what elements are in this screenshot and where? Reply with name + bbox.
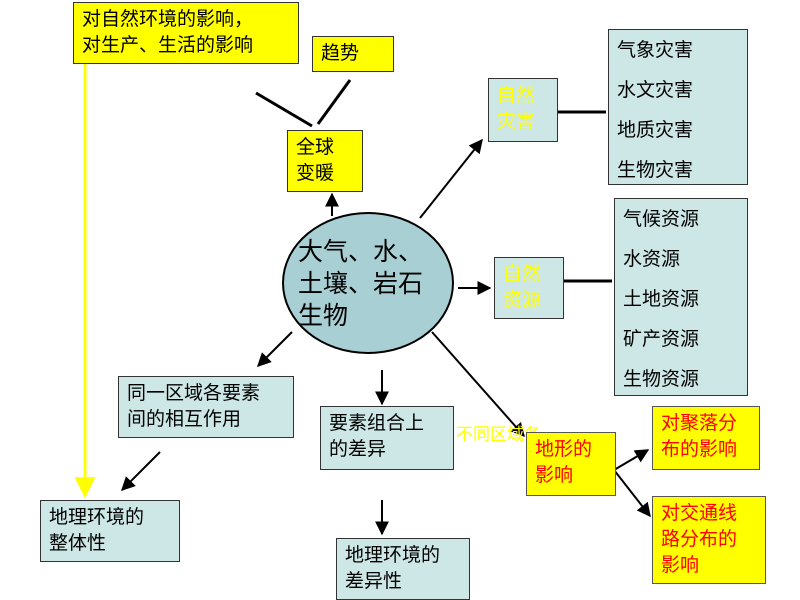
natural-resource-box: 自然 资源 (494, 257, 564, 319)
interaction-line-2: 间的相互作用 (127, 408, 242, 430)
transport-line-1: 对交通线 (661, 502, 738, 524)
impact-line-1: 对自然环境的影响， (82, 8, 254, 30)
disaster-item-biological: 生物灾害 (617, 159, 694, 181)
interaction-box: 同一区域各要素 间的相互作用 (118, 376, 294, 438)
natural-resource-line-2: 资源 (503, 289, 542, 311)
global-warming-line-1: 全球 (296, 136, 335, 158)
trend-label: 趋势 (321, 42, 360, 64)
terrain-to-settlement-arrow (613, 449, 650, 471)
resource-item-land: 土地资源 (623, 288, 700, 310)
circle-to-terrain-arrow (431, 331, 525, 438)
disaster-list: 气象灾害 水文灾害 地质灾害 生物灾害 (608, 29, 748, 185)
terrain-to-transport-arrow (613, 469, 651, 518)
terrain-line-2: 影响 (535, 464, 574, 486)
center-line-2: 土壤、岩石 (298, 269, 424, 298)
natural-disaster-line-1: 自然 (497, 84, 536, 106)
center-elements-circle: 大气、水、 土壤、岩石 生物 (282, 212, 454, 354)
different-region-label: 不同区域各 (456, 425, 541, 445)
wholeness-line-2: 整体性 (49, 532, 107, 554)
wholeness-line-1: 地理环境的 (49, 506, 145, 528)
transport-box: 对交通线 路分布的 影响 (652, 496, 766, 584)
circle-to-disaster-arrow (419, 138, 483, 219)
trend-box: 趋势 (312, 36, 394, 72)
disaster-item-geological: 地质灾害 (617, 119, 694, 141)
settlement-line-2: 布的影响 (661, 438, 738, 460)
combination-box: 要素组合上 的差异 (320, 406, 454, 470)
terrain-box: 地形的 影响 (526, 432, 616, 496)
resource-item-climate: 气候资源 (623, 208, 700, 230)
resource-item-mineral: 矿产资源 (623, 328, 700, 350)
combination-line-1: 要素组合上 (329, 412, 425, 434)
difference-line-1: 地理环境的 (345, 544, 441, 566)
difference-line-2: 差异性 (345, 570, 403, 592)
combination-line-2: 的差异 (329, 438, 387, 460)
interaction-to-wholeness-arrow (121, 451, 161, 491)
terrain-line-1: 地形的 (535, 438, 593, 460)
resource-item-biological: 生物资源 (623, 368, 700, 390)
natural-resource-line-1: 自然 (503, 263, 542, 285)
interaction-line-1: 同一区域各要素 (127, 382, 261, 404)
resource-item-water: 水资源 (623, 248, 681, 270)
transport-line-2: 路分布的 (661, 528, 738, 550)
difference-box: 地理环境的 差异性 (336, 538, 470, 600)
wholeness-box: 地理环境的 整体性 (40, 500, 180, 562)
global-warming-box: 全球 变暖 (287, 130, 363, 192)
impact-box: 对自然环境的影响， 对生产、生活的影响 (73, 2, 299, 64)
resource-list: 气候资源 水资源 土地资源 矿产资源 生物资源 (614, 198, 748, 396)
transport-line-3: 影响 (661, 554, 700, 576)
center-line-1: 大气、水、 (298, 237, 424, 266)
center-line-3: 生物 (298, 301, 349, 330)
disaster-item-hydrological: 水文灾害 (617, 79, 694, 101)
settlement-box: 对聚落分 布的影响 (652, 406, 760, 470)
natural-disaster-line-2: 灾害 (497, 110, 536, 132)
trend-line-left (255, 91, 313, 128)
natural-disaster-box: 自然 灾害 (488, 78, 558, 142)
global-warming-line-2: 变暖 (296, 162, 335, 184)
impact-line-2: 对生产、生活的影响 (82, 34, 254, 56)
disaster-item-meteorological: 气象灾害 (617, 39, 694, 61)
trend-line-right (316, 79, 352, 125)
settlement-line-1: 对聚落分 (661, 412, 738, 434)
circle-to-interaction-arrow (257, 331, 293, 367)
